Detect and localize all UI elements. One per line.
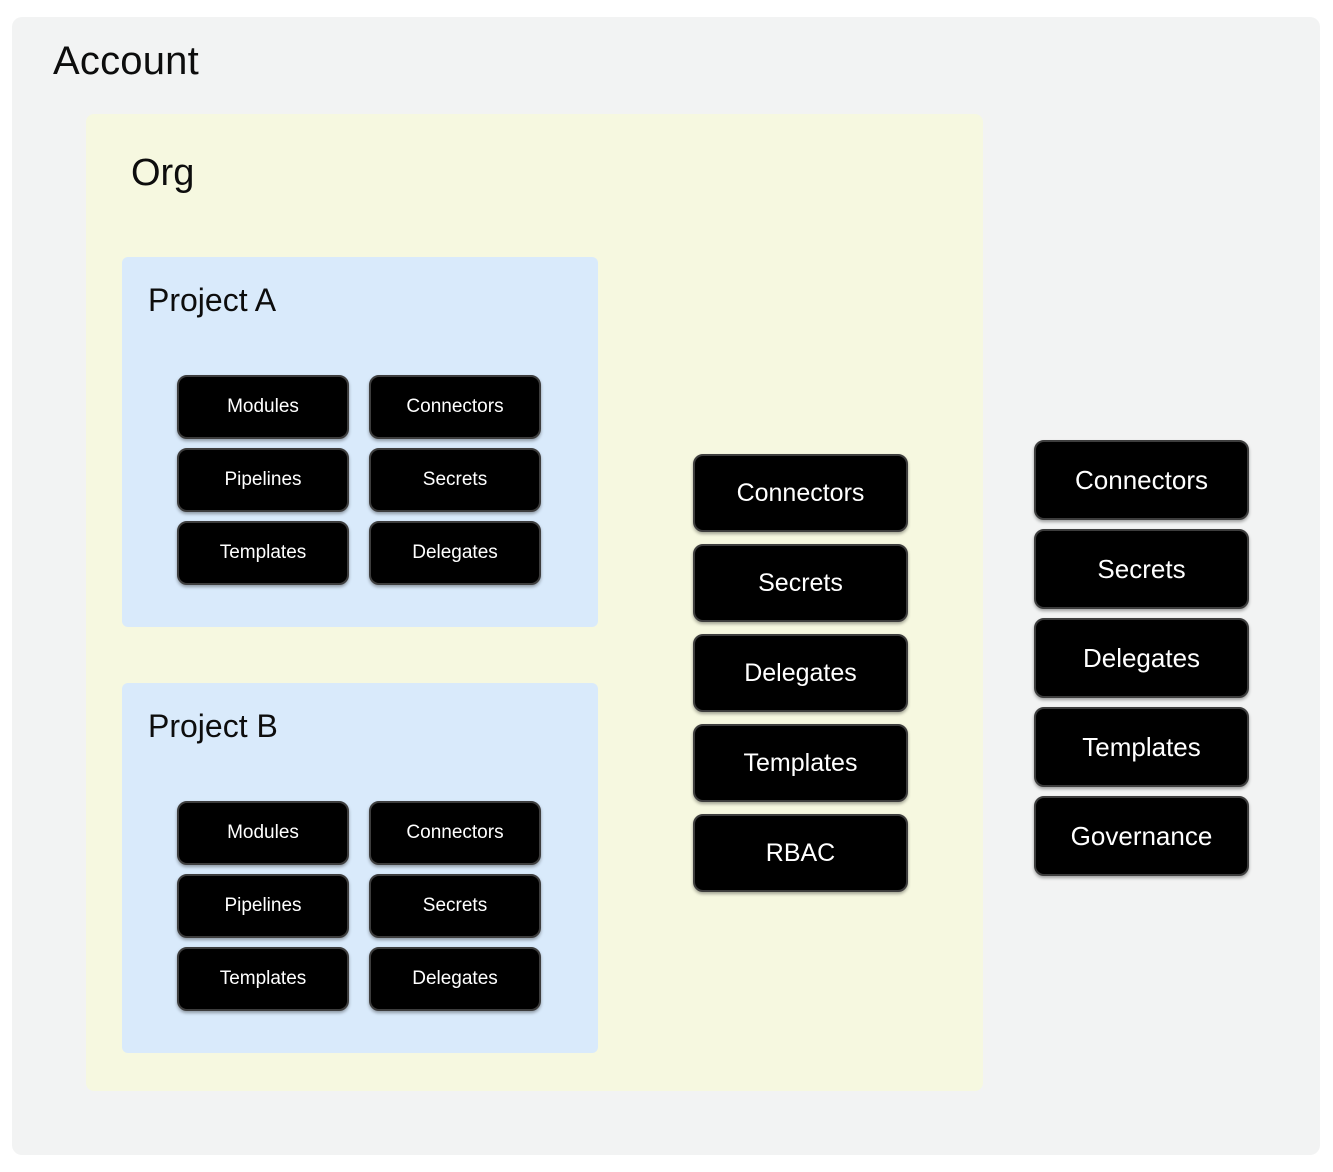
org-resource-column: Connectors Secrets Delegates Templates R… [693,454,908,892]
org-resource-connectors[interactable]: Connectors [693,454,908,532]
project-b-resource-modules[interactable]: Modules [177,801,349,865]
project-b-resource-templates[interactable]: Templates [177,947,349,1011]
project-a-resource-secrets[interactable]: Secrets [369,448,541,512]
project-b-resource-connectors[interactable]: Connectors [369,801,541,865]
account-resource-templates[interactable]: Templates [1034,707,1249,787]
account-scope-panel: Account Org Project A Modules Connectors… [12,17,1320,1155]
org-resource-secrets[interactable]: Secrets [693,544,908,622]
project-a-resource-pipelines[interactable]: Pipelines [177,448,349,512]
account-resource-governance[interactable]: Governance [1034,796,1249,876]
project-b-resource-delegates[interactable]: Delegates [369,947,541,1011]
project-scope-label-a: Project A [148,282,277,318]
project-b-resource-grid: Modules Connectors Pipelines Secrets Tem… [177,801,541,1011]
project-scope-label-b: Project B [148,708,278,744]
project-scope-panel-a: Project A Modules Connectors Pipelines S… [122,257,598,627]
project-a-resource-templates[interactable]: Templates [177,521,349,585]
account-resource-delegates[interactable]: Delegates [1034,618,1249,698]
project-a-resource-delegates[interactable]: Delegates [369,521,541,585]
org-resource-templates[interactable]: Templates [693,724,908,802]
account-scope-label: Account [53,39,199,83]
account-resource-column: Connectors Secrets Delegates Templates G… [1034,440,1249,876]
project-a-resource-connectors[interactable]: Connectors [369,375,541,439]
org-resource-delegates[interactable]: Delegates [693,634,908,712]
org-resource-rbac[interactable]: RBAC [693,814,908,892]
project-a-resource-grid: Modules Connectors Pipelines Secrets Tem… [177,375,541,585]
project-b-resource-secrets[interactable]: Secrets [369,874,541,938]
account-resource-connectors[interactable]: Connectors [1034,440,1249,520]
project-b-resource-pipelines[interactable]: Pipelines [177,874,349,938]
org-scope-panel: Org Project A Modules Connectors Pipelin… [86,114,983,1091]
org-scope-label: Org [131,152,195,194]
project-a-resource-modules[interactable]: Modules [177,375,349,439]
project-scope-panel-b: Project B Modules Connectors Pipelines S… [122,683,598,1053]
account-resource-secrets[interactable]: Secrets [1034,529,1249,609]
